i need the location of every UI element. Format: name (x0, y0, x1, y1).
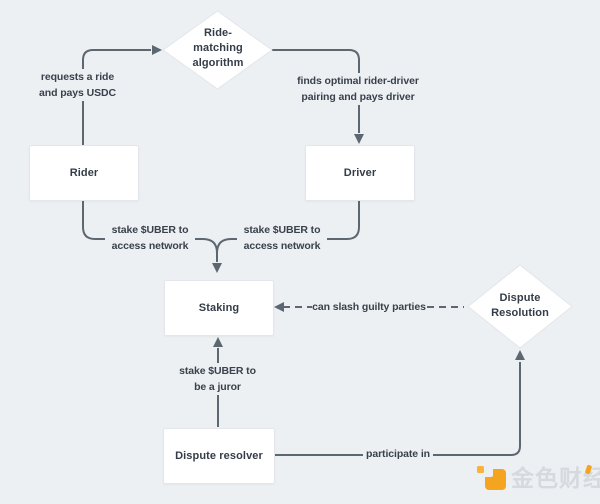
node-staking-label: Staking (198, 302, 240, 314)
node-driver-label: Driver (343, 167, 377, 179)
edge-rider-to-staking (82, 200, 218, 254)
edge-label-line: pairing and pays driver (301, 91, 415, 103)
node-rider: Rider (29, 145, 139, 201)
node-ride-matching-diamond (162, 10, 273, 90)
edge-label-driver-stake: stake $UBER to access network (237, 222, 327, 254)
edge-label-line: can slash guilty parties (312, 301, 426, 313)
edge-label-participate-in: participate in (363, 446, 433, 462)
arrowhead-into-dispute-resolution (515, 350, 525, 360)
edge-rider-to-algorithm (82, 49, 151, 146)
arrowhead-into-algorithm (152, 45, 162, 55)
label-line: matching (193, 42, 243, 54)
arrowhead-into-staking-right (274, 302, 284, 312)
edge-label-rider-stake: stake $UBER to access network (105, 222, 195, 254)
arrowhead-into-staking-bottom (213, 337, 223, 347)
edge-label-line: access network (243, 240, 321, 252)
edge-algorithm-to-driver (272, 49, 360, 133)
arrowhead-into-staking-top (212, 263, 222, 273)
label-line: Resolution (491, 307, 549, 319)
node-staking: Staking (164, 280, 274, 336)
edge-label-requests-ride: requests a ride and pays USDC (30, 69, 125, 101)
node-driver: Driver (305, 145, 415, 201)
edge-label-line: requests a ride (40, 71, 115, 83)
edge-label-line: be a juror (194, 381, 241, 393)
jinse-finance-watermark: 金色财经 (476, 463, 600, 494)
logo-notch (485, 469, 493, 477)
arrowhead-into-driver (354, 134, 364, 144)
node-dispute-resolver-label: Dispute resolver (175, 450, 263, 462)
node-dispute-resolution-label: Dispute Resolution (465, 291, 575, 321)
label-line: Dispute (499, 292, 541, 304)
label-line: Ride- (204, 27, 232, 39)
edge-label-line: finds optimal rider-driver (297, 75, 419, 87)
label-line: algorithm (192, 57, 244, 69)
edge-label-finds-optimal-pairing: finds optimal rider-driver pairing and p… (292, 73, 424, 105)
node-dispute-resolver: Dispute resolver (163, 428, 275, 484)
logo-small-square (477, 466, 484, 473)
edge-label-line: stake $UBER to (243, 224, 321, 236)
edge-label-line: and pays USDC (39, 87, 116, 99)
jinse-logo-icon (476, 463, 507, 494)
edge-label-line: stake $UBER to (111, 224, 189, 236)
node-dispute-resolution-diamond (467, 264, 573, 349)
edge-resolver-to-dispute-resolution (273, 362, 521, 456)
edge-label-line: stake $UBER to (179, 365, 256, 377)
edge-driver-to-staking (216, 200, 360, 254)
node-ride-matching-label: Ride- matching algorithm (162, 26, 274, 71)
edge-label-can-slash: can slash guilty parties (312, 299, 426, 315)
edge-label-stake-juror: stake $UBER to be a juror (175, 363, 260, 395)
node-rider-label: Rider (69, 167, 99, 179)
edge-label-line: access network (111, 240, 189, 252)
edge-label-line: participate in (366, 448, 430, 460)
